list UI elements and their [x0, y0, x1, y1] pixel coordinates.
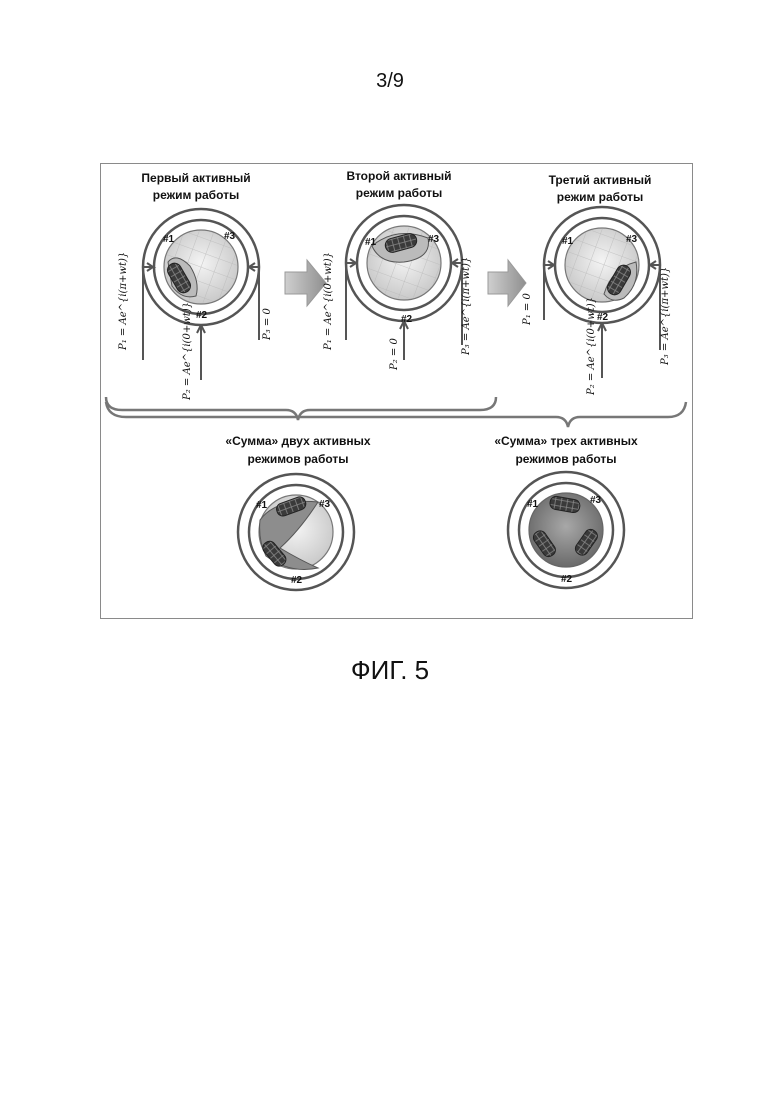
mode-3-title-line1: Третий активный — [549, 173, 652, 187]
sum-three-resonator — [508, 472, 624, 588]
sum-two-resonator — [238, 474, 354, 590]
mode-2-group: Второй активный режим работы #1 #2 #3 P₁… — [323, 169, 472, 371]
mode-2-eq-p1: P₁ = Ae^{i(0+wt)} — [323, 252, 334, 351]
sum-two-title-line1: «Сумма» двух активных — [225, 434, 370, 448]
mode-3-resonator — [544, 207, 660, 378]
mode-1-port-3: #3 — [224, 231, 236, 242]
mode-1-eq-p3: P₃ = 0 — [262, 308, 273, 341]
mode-1-resonator — [143, 209, 259, 380]
mode-1-port-1: #1 — [163, 234, 175, 245]
sum-three-port-3: #3 — [590, 495, 602, 506]
mode-3-port-1: #1 — [562, 236, 574, 247]
mode-3-port-3: #3 — [626, 234, 638, 245]
mode-3-group: Третий активный режим работы #1 #2 #3 P₁… — [522, 173, 671, 396]
mode-2-title-line1: Второй активный — [346, 169, 451, 183]
transition-arrow-2 — [488, 260, 526, 306]
mode-1-title-line2: режим работы — [153, 188, 240, 202]
mode-3-eq-p3: P₃ = Ae^{i(π+wt)} — [660, 267, 671, 366]
mode-2-port-3: #3 — [428, 234, 440, 245]
sum-two-group: «Сумма» двух активных режимов работы #1 … — [225, 434, 370, 590]
sum-three-group: «Сумма» трех активных режимов работы #1 … — [494, 434, 638, 588]
sum-three-port-2: #2 — [561, 574, 573, 585]
mode-3-port-2: #2 — [597, 312, 609, 323]
mode-3-title-line2: режим работы — [557, 190, 644, 204]
brace-three-modes — [106, 402, 686, 427]
sum-two-title-line2: режимов работы — [247, 452, 348, 466]
sum-three-title-line2: режимов работы — [515, 452, 616, 466]
mode-2-resonator — [346, 205, 462, 360]
mode-2-eq-p2: P₂ = 0 — [389, 338, 400, 371]
mode-1-title-line1: Первый активный — [141, 171, 250, 185]
sum-three-title-line1: «Сумма» трех активных — [494, 434, 638, 448]
mode-1-port-2: #2 — [196, 310, 208, 321]
mode-3-eq-p1: P₁ = 0 — [522, 293, 533, 326]
mode-2-title-line2: режим работы — [356, 186, 443, 200]
mode-2-eq-p3: P₃ = Ae^{i(π+wt)} — [461, 257, 472, 356]
transition-arrow-1 — [285, 260, 326, 306]
mode-1-group: Первый активный режим работы #1 #2 #3 P₁… — [118, 171, 273, 401]
sum-two-port-3: #3 — [319, 499, 331, 510]
mode-2-port-2: #2 — [401, 314, 413, 325]
mode-2-port-1: #1 — [365, 237, 377, 248]
sum-three-port-1: #1 — [527, 499, 539, 510]
mode-1-eq-p1: P₁ = Ae^{i(π+wt)} — [118, 252, 129, 351]
mode-3-eq-p2: P₂ = Ae^{i(0+wt)} — [586, 297, 597, 396]
figure-caption: ФИГ. 5 — [0, 655, 780, 686]
mode-1-eq-p2: P₂ = Ae^{i(0+wt)} — [182, 302, 193, 401]
sum-two-port-2: #2 — [291, 575, 303, 586]
sum-two-port-1: #1 — [256, 500, 268, 511]
